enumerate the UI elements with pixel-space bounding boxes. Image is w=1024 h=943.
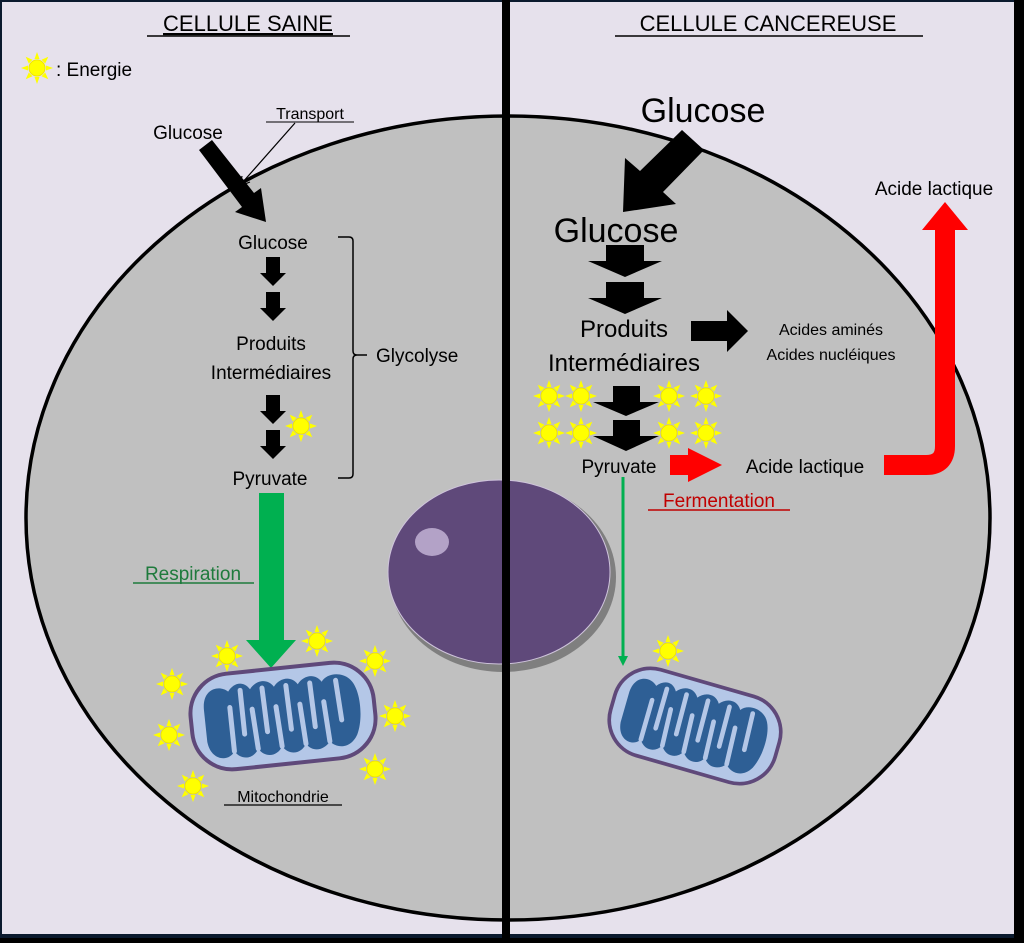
sun-icon (20, 51, 54, 85)
center-divider (502, 0, 510, 938)
legend-label: : Energie (56, 60, 132, 81)
nucleolus (415, 528, 449, 556)
arrow-down-icon (260, 292, 286, 321)
fermentation-arrow (670, 448, 722, 482)
respiration-arrow (246, 493, 296, 668)
arrow-down-icon (593, 386, 659, 416)
sun-icon (689, 416, 723, 450)
healthy-cell-title: CELLULE SAINE (163, 11, 333, 36)
cancer-glucose-outside: Glucose (641, 92, 766, 130)
arrow-down-icon (588, 245, 662, 277)
cancer-intermediates-line1: Produits (580, 316, 668, 343)
healthy-intermediates-line2: Intermédiaires (211, 363, 331, 384)
healthy-pyruvate: Pyruvate (233, 469, 308, 490)
arrow-down-icon (260, 430, 286, 459)
healthy-glucose-outside: Glucose (153, 123, 223, 144)
sun-icon (378, 699, 412, 733)
healthy-step-arrows (260, 257, 286, 459)
cancer-glucose-entry-arrow (623, 130, 704, 212)
sun-icon (564, 379, 598, 413)
lactic-acid-export-arrowhead (922, 202, 968, 230)
mitochondria-label: Mitochondrie (237, 789, 329, 806)
sun-icon (689, 379, 723, 413)
healthy-glucose-entry-arrow (199, 140, 266, 222)
sun-icon (176, 769, 210, 803)
nucleic-acids-label: Acides nucléiques (767, 347, 896, 364)
lactic-acid-inside: Acide lactique (746, 457, 864, 478)
cancer-cell-title: CELLULE CANCEREUSE (640, 11, 897, 36)
nucleus (387, 479, 611, 665)
lactic-acid-outside: Acide lactique (875, 179, 993, 200)
sun-icon (564, 416, 598, 450)
weak-respiration-arrowhead (618, 656, 628, 666)
amino-acids-label: Acides aminés (779, 322, 883, 339)
sun-icon (532, 379, 566, 413)
sun-icon (155, 667, 189, 701)
sun-icon (284, 409, 318, 443)
sun-icon (652, 416, 686, 450)
cancer-pyruvate: Pyruvate (582, 457, 657, 478)
glycolysis-label: Glycolyse (376, 346, 458, 367)
sun-icon (358, 644, 392, 678)
cancer-intermediates-line2: Intermédiaires (548, 350, 700, 377)
healthy-intermediates-line1: Produits (236, 334, 306, 355)
arrow-down-icon (260, 395, 286, 424)
right-edge-strip (1014, 0, 1024, 938)
healthy-mitochondrion (186, 659, 379, 774)
cancer-step-arrows (588, 245, 662, 451)
transport-label: Transport (276, 106, 344, 123)
sun-icon (210, 639, 244, 673)
cancer-glucose-inside: Glucose (554, 212, 679, 250)
lactic-acid-export-arrow (884, 228, 955, 475)
transport-pointer-line (241, 122, 296, 184)
sun-icon (358, 752, 392, 786)
healthy-glucose-inside: Glucose (238, 233, 308, 254)
sun-icon (532, 416, 566, 450)
fermentation-label: Fermentation (663, 491, 775, 512)
sun-icon (152, 718, 186, 752)
biosynthesis-arrow (691, 310, 748, 352)
arrow-down-icon (260, 257, 286, 286)
respiration-label: Respiration (145, 564, 241, 585)
arrow-down-icon (593, 420, 659, 451)
sun-icon (652, 379, 686, 413)
sun-icon (300, 624, 334, 658)
glycolysis-bracket (338, 236, 367, 479)
arrow-down-icon (588, 282, 662, 314)
sun-icon (651, 634, 685, 668)
